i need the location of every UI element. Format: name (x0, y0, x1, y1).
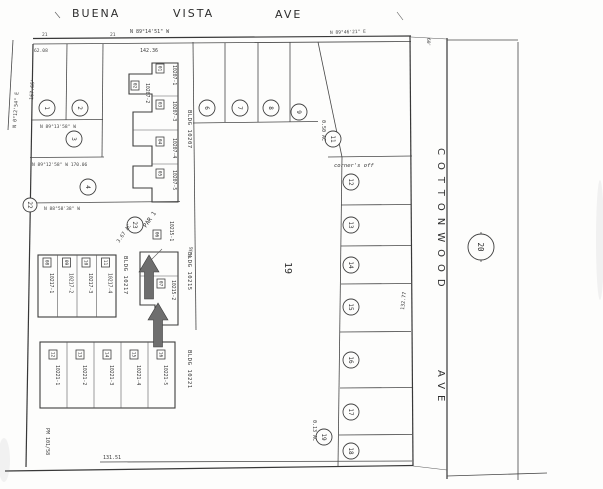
unit-label-10207-4: 10207-4 (171, 138, 177, 158)
building-10221: 12 13 14 15 16 10221-1 10221-2 10221-3 1… (39, 341, 192, 409)
unit-box-15: 15 (131, 352, 137, 358)
dist-par: 6.36 (187, 246, 195, 258)
unit-label-10221-3: 10221-3 (108, 365, 114, 385)
lot-marker-2: 2 (76, 106, 83, 110)
unit-label-10217-3: 10217-3 (87, 273, 93, 293)
unit-box-03: 03 (157, 102, 163, 108)
dist-nw: 62.08 (34, 48, 48, 54)
bearing-top: N 89°14'51" W (130, 29, 170, 35)
lot-markers: 1 2 3 4 6 7 8 9 11 12 13 14 15 16 17 18 … (22, 99, 495, 460)
lot-marker-23: 23 (131, 221, 138, 229)
lot-marker-17: 17 (347, 408, 354, 416)
lot-marker-6: 6 (203, 106, 210, 110)
building-10217: 08 09 10 11 10217-1 10217-2 10217-3 1021… (37, 254, 128, 318)
unit-box-06: 06 (154, 232, 160, 238)
dist-east: 132.77 (400, 292, 408, 311)
dist-west: 167.66' (29, 79, 36, 100)
unit-label-10221-5: 10221-5 (162, 365, 168, 385)
scan-artifacts (0, 180, 603, 482)
unit-label-10221-4: 10221-4 (135, 365, 141, 385)
street-label-vista: VISTA (173, 7, 214, 20)
lot-marker-9: 9 (295, 110, 302, 114)
street-label-buena: BUENA (72, 7, 120, 20)
bearing-mid3: N 88°58'38" W (44, 206, 80, 212)
dist-bottom: 131.51 (103, 455, 121, 461)
unit-box-12: 12 (50, 352, 56, 358)
lot-marker-13: 13 (347, 221, 354, 229)
building-label-10207: BLDG 10207 (186, 110, 192, 149)
building-10215: 06 07 10215-1 10215-2 BLDG 10215 (139, 221, 192, 326)
lot-marker-3: 3 (70, 137, 77, 141)
bearing-west: N 0°12'54" E (12, 92, 21, 128)
tick-a: 21 (42, 32, 48, 38)
unit-label-10221-1: 10221-1 (54, 365, 60, 385)
street-label-ave-top: AVE (275, 8, 302, 21)
unit-label-10217-2: 10217-2 (68, 273, 74, 293)
unit-box-13: 13 (77, 352, 83, 358)
unit-label-10217-4: 10217-4 (107, 273, 113, 293)
unit-label-10215-1: 10215-1 (168, 221, 174, 241)
note-corners-off: corner's off (334, 163, 374, 169)
lot-marker-8: 8 (267, 106, 274, 110)
unit-box-10: 10 (83, 260, 89, 266)
unit-box-07: 07 (158, 281, 164, 287)
unit-box-01: 01 (157, 66, 163, 72)
dist-top: 142.36 (140, 48, 158, 54)
unit-label-10207-3: 10207-3 (171, 101, 177, 121)
dimension-texts: N 89°14'51" W 142.36 21 21 62.08 N 0°12'… (12, 29, 431, 461)
lot-marker-20: 20 (476, 242, 485, 252)
highlight-arrows (138, 254, 169, 348)
bearing-topright: N 89°46'21" E (330, 29, 366, 36)
lot-marker-7: 7 (236, 106, 243, 110)
unit-box-04: 04 (157, 139, 163, 145)
building-10207: 01 02 03 04 05 10207-1 10207-2 10207-3 1… (128, 62, 192, 203)
lot-marker-19: 19 (320, 433, 327, 441)
unit-box-08: 08 (44, 260, 50, 266)
lot-marker-16: 16 (347, 356, 354, 364)
bearing-mid1: N 89°13'58" W (40, 124, 76, 130)
lot-marker-22: 22 (26, 201, 33, 209)
tick-b: 21 (110, 32, 116, 38)
lot-marker-1: 1 (43, 106, 50, 110)
parcel-lines (27, 41, 482, 467)
unit-box-16: 16 (158, 352, 164, 358)
street-cottonwood-ave: COTTONWOOD AVE (435, 148, 446, 407)
unit-label-10207-1: 10207-1 (171, 65, 177, 85)
unit-label-10207-5: 10207-5 (171, 170, 177, 190)
block-number: 19 (282, 262, 293, 274)
highlight-arrow-lower (147, 302, 169, 348)
building-label-10215: BLDG 10215 (186, 252, 192, 291)
street-width: 60' (425, 38, 431, 46)
unit-label-10215-2: 10215-2 (170, 280, 176, 300)
note-par1-acreage: 3.67 AC (116, 223, 133, 244)
note-par1: PAR 1 (142, 210, 158, 229)
lot-marker-11: 11 (329, 135, 336, 143)
lot-marker-18: 18 (347, 447, 354, 455)
lot-marker-15: 15 (347, 303, 354, 311)
note-half-acre: 0.50 AC (320, 120, 326, 141)
unit-label-10217-1: 10217-1 (48, 273, 54, 293)
street-label-ave-right: AVE (435, 370, 446, 407)
lot-marker-4: 4 (84, 185, 91, 189)
street-buena-vista-ave: BUENA VISTA AVE (72, 7, 302, 21)
note-small-acre: 0.13 AC (311, 420, 317, 441)
highlight-arrow-upper (138, 254, 160, 300)
building-label-10221: BLDG 10221 (186, 350, 192, 389)
lot-marker-12: 12 (347, 178, 354, 186)
unit-box-14: 14 (104, 352, 110, 358)
boundary-lines (4, 11, 548, 480)
unit-label-10207-2: 10207-2 (144, 83, 150, 103)
unit-box-05: 05 (157, 171, 163, 177)
map-notes: PAR 1 3.67 AC 0.50 AC corner's off 0.13 … (116, 120, 375, 441)
unit-box-11: 11 (102, 260, 108, 266)
unit-box-09: 09 (63, 260, 69, 266)
pm-reference: PM 101/58 (44, 428, 50, 455)
lot-marker-14: 14 (347, 261, 354, 269)
unit-box-02: 02 (132, 83, 138, 89)
building-label-10217: BLDG 10217 (122, 256, 128, 295)
street-label-cottonwood: COTTONWOOD (435, 148, 446, 294)
unit-label-10221-2: 10221-2 (81, 365, 87, 385)
bearing-mid2: N 89°12'58" W 170.06 (32, 162, 88, 168)
